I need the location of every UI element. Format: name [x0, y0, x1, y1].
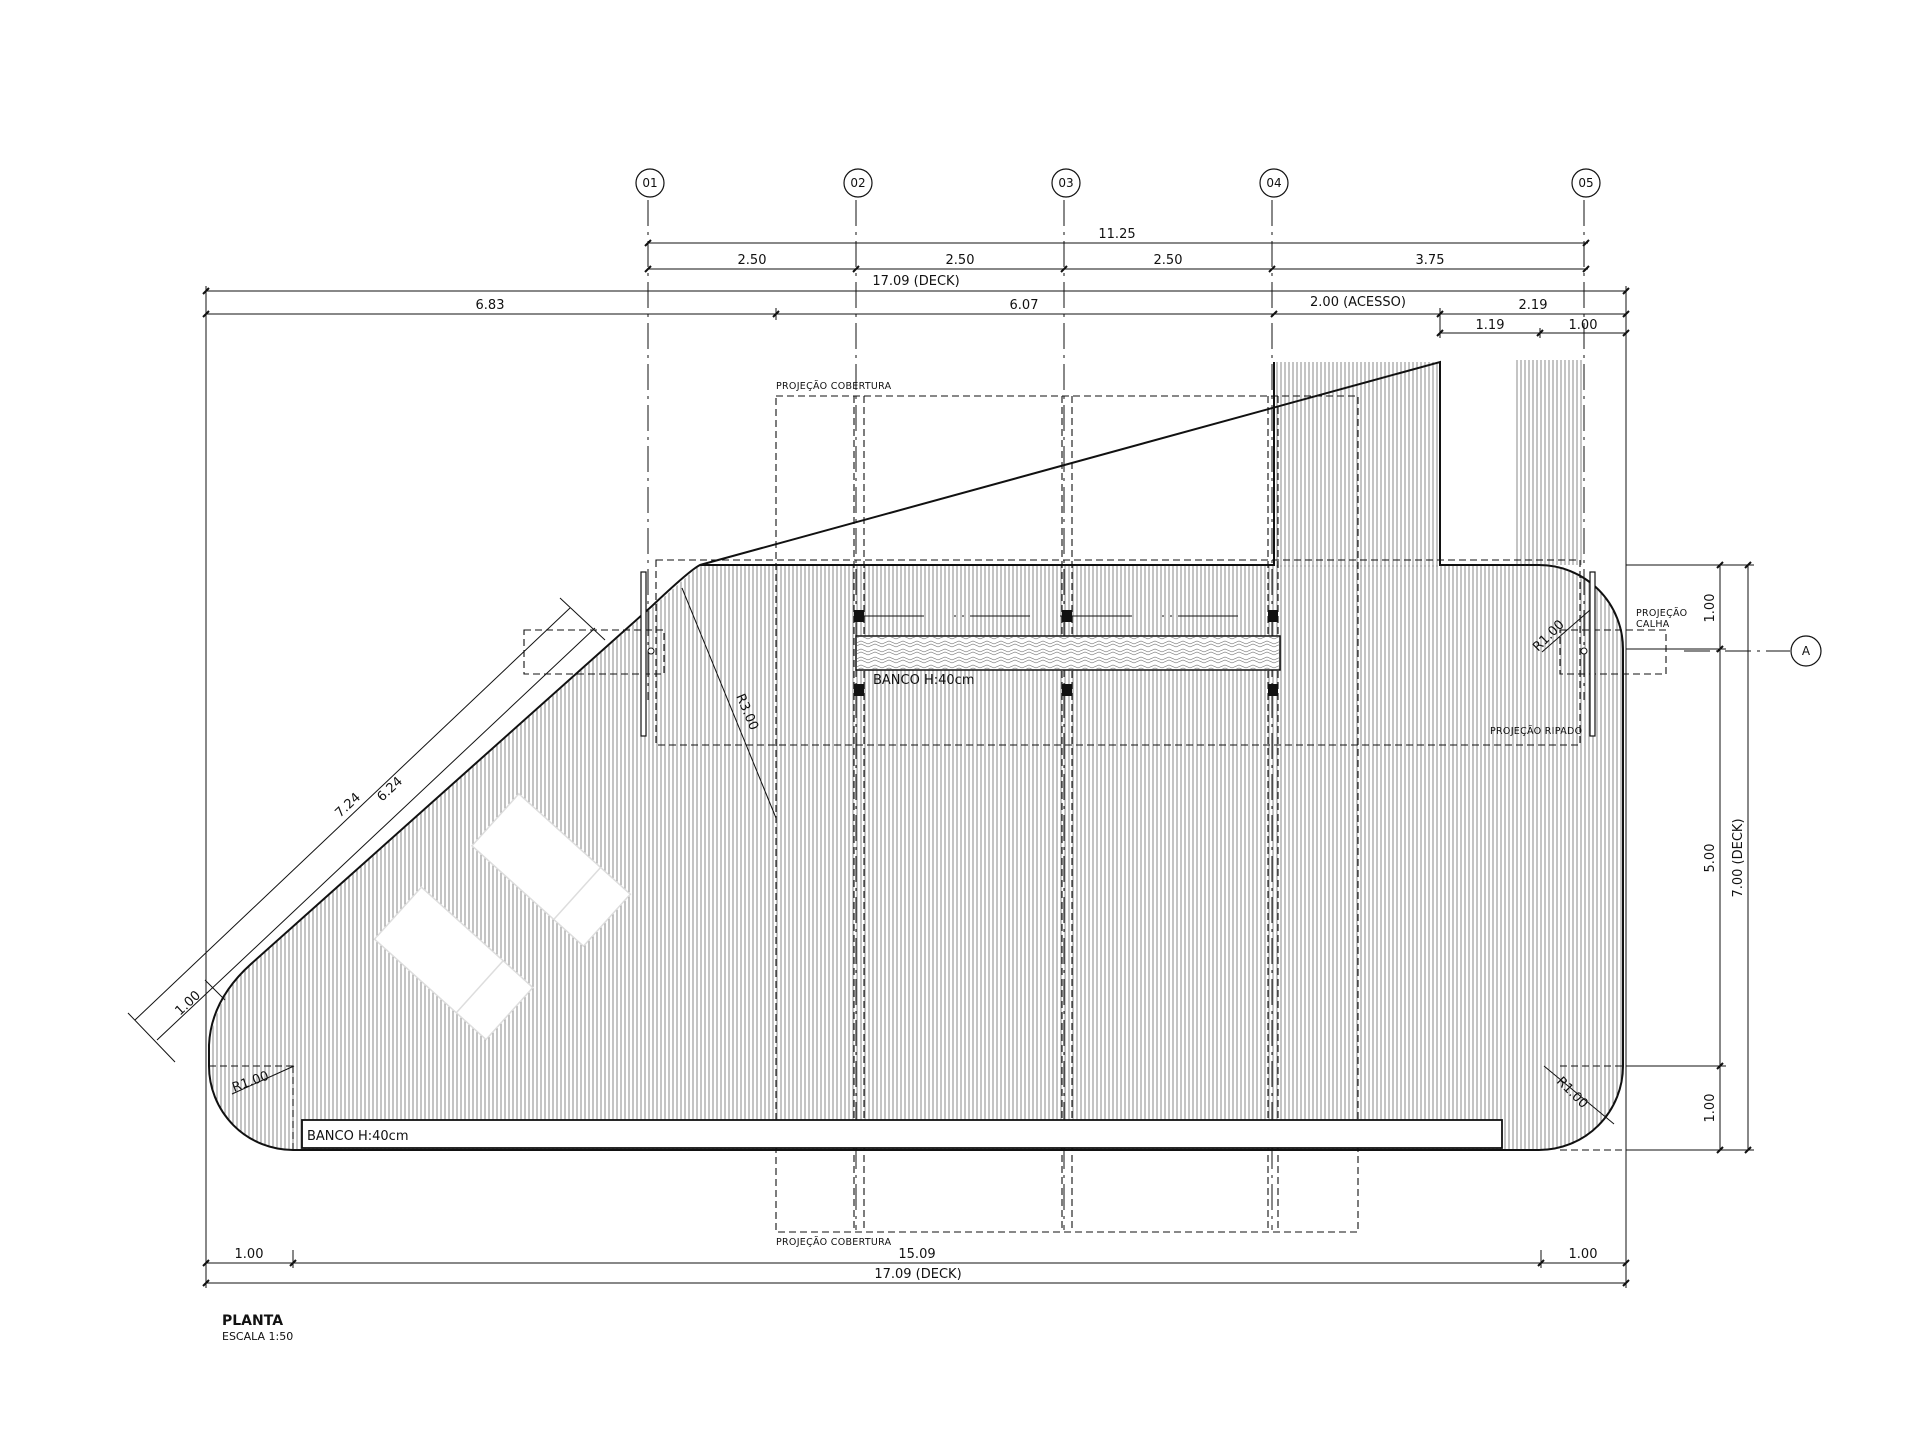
dim-top-right-total: 2.19 — [1519, 298, 1548, 313]
upper-bench: BANCO H:40cm — [855, 635, 1281, 688]
diagonal-outer-dim: 7.24 — [332, 790, 363, 821]
dim-bay-1: 2.50 — [738, 253, 767, 268]
grid-bubbles: 01 02 03 04 05 — [635, 168, 1601, 198]
drawing-title: PLANTA — [222, 1313, 283, 1329]
bottom-dimension-lines — [205, 1170, 1627, 1288]
diagonal-inner-dim: 6.24 — [374, 774, 405, 805]
dim-top-deck-total: 17.09 (DECK) — [872, 274, 959, 289]
grid-label-02: 02 — [850, 176, 865, 190]
gutter-posts — [640, 571, 1596, 737]
diagonal-dimensions — [127, 597, 606, 1063]
grid-bubble-05: 05 — [1571, 168, 1601, 198]
right-dimension-lines — [1626, 564, 1754, 1151]
grid-bubble-03: 03 — [1051, 168, 1081, 198]
roof-projection — [209, 395, 1667, 1233]
grid-bubble-02: 02 — [843, 168, 873, 198]
lower-bench-label: BANCO H:40cm — [307, 1129, 409, 1144]
gutter-projection-label-1: PROJEÇÃO — [1636, 608, 1687, 619]
dim-right-bottom: 1.00 — [1703, 1094, 1718, 1123]
radius-lines — [231, 587, 1615, 1125]
dim-bay-3: 2.50 — [1154, 253, 1183, 268]
top-dimension-lines — [205, 242, 1627, 1170]
top-dimension-texts: 11.25 2.50 2.50 2.50 3.75 17.09 (DECK) 6… — [476, 227, 1598, 333]
grid-axes — [647, 200, 1585, 1230]
section-marker-a: A — [1684, 635, 1822, 667]
dim-bottom-left: 1.00 — [235, 1247, 264, 1262]
dim-bay-4: 3.75 — [1416, 253, 1445, 268]
columns — [854, 610, 1278, 696]
bottom-dimension-ticks — [202, 1259, 1630, 1287]
dim-bottom-middle: 15.09 — [898, 1247, 935, 1262]
dim-top-right-b: 1.00 — [1569, 318, 1598, 333]
grid-label-03: 03 — [1058, 176, 1073, 190]
dim-access: 2.00 (ACESSO) — [1310, 295, 1406, 310]
roof-projection-labels: PROJEÇÃO COBERTURA PROJEÇÃO COBERTURA PR… — [776, 381, 1687, 1248]
dim-bay-2: 2.50 — [946, 253, 975, 268]
grid-label-05: 05 — [1578, 176, 1593, 190]
section-marker-label: A — [1802, 644, 1811, 658]
right-dimension-texts: 1.00 5.00 1.00 7.00 (DECK) — [1703, 594, 1746, 1123]
dim-right-deck-total: 7.00 (DECK) — [1731, 818, 1746, 897]
grid-label-04: 04 — [1266, 176, 1281, 190]
dim-top-middle: 6.07 — [1010, 298, 1039, 313]
dim-top-right-a: 1.19 — [1476, 318, 1505, 333]
drawing-scale: ESCALA 1:50 — [222, 1330, 293, 1343]
diagonal-offset-dim: 1.00 — [172, 988, 203, 1019]
deck-surface — [208, 360, 1624, 1151]
grid-label-01: 01 — [642, 176, 657, 190]
grid-bubble-04: 04 — [1259, 168, 1289, 198]
bottom-dimension-texts: 1.00 15.09 1.00 17.09 (DECK) — [235, 1247, 1598, 1282]
dim-bottom-deck-total: 17.09 (DECK) — [874, 1267, 961, 1282]
sun-loungers — [373, 792, 632, 1041]
roof-projection-top-label: PROJEÇÃO COBERTURA — [776, 381, 892, 392]
dim-total-axes: 11.25 — [1098, 227, 1135, 242]
dim-right-top: 1.00 — [1703, 594, 1718, 623]
dim-right-middle: 5.00 — [1703, 844, 1718, 873]
title-block: PLANTA ESCALA 1:50 — [222, 1313, 293, 1343]
gutter-projection-label-2: CALHA — [1636, 619, 1670, 630]
grid-bubble-01: 01 — [635, 168, 665, 198]
lower-bench: BANCO H:40cm — [301, 1119, 1503, 1149]
roof-projection-bottom-label: PROJEÇÃO COBERTURA — [776, 1237, 892, 1248]
slat-projection-label: PROJEÇÃO RIPADO — [1490, 726, 1582, 737]
upper-bench-label: BANCO H:40cm — [873, 673, 975, 688]
dim-bottom-right: 1.00 — [1569, 1247, 1598, 1262]
top-dimension-ticks — [202, 239, 1630, 337]
dim-top-left: 6.83 — [476, 298, 505, 313]
